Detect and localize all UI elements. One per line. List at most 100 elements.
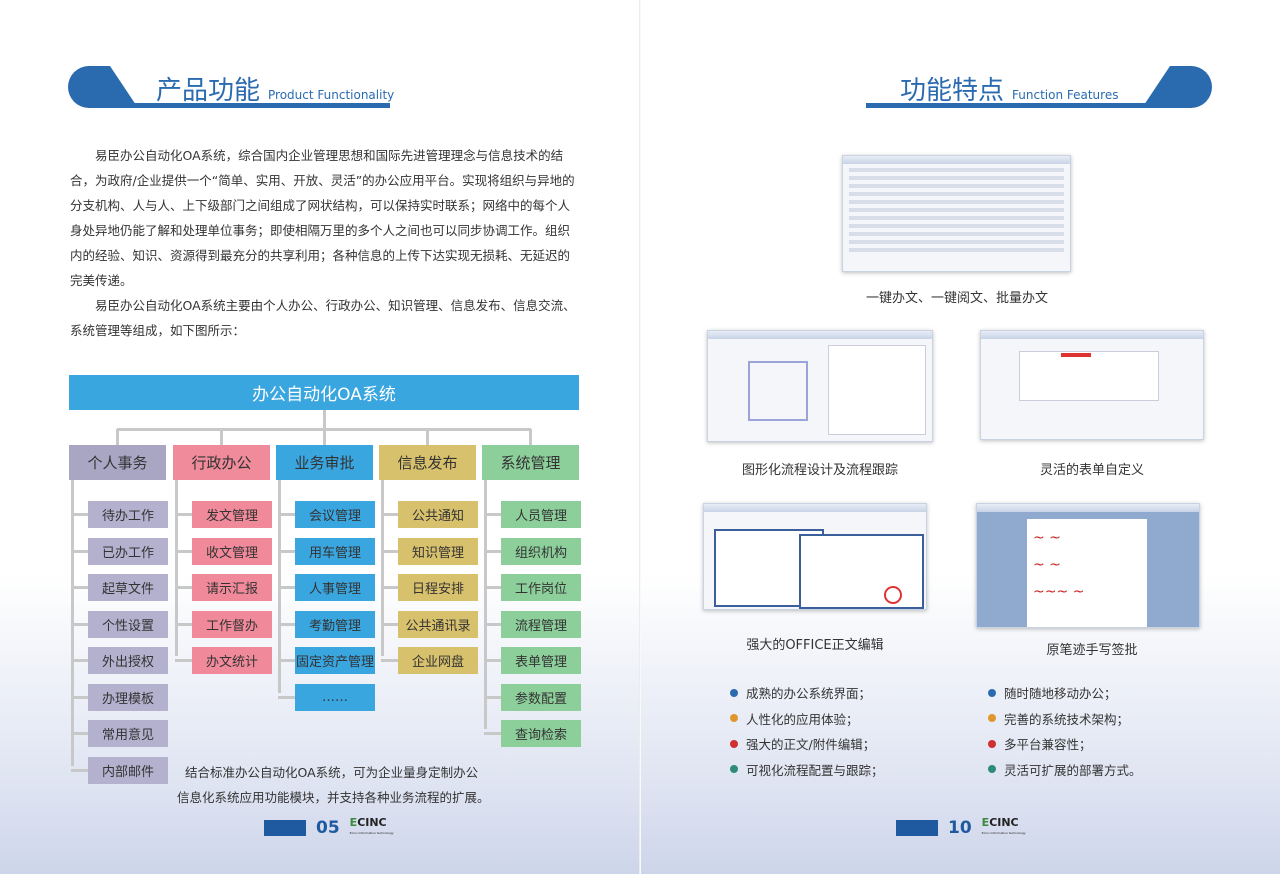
connector-line — [175, 480, 178, 656]
header-shape — [1142, 66, 1212, 108]
page-number: 10 — [948, 818, 972, 838]
connector-line — [484, 732, 502, 735]
caption: 灵活的表单自定义 — [1039, 463, 1144, 478]
diagram-item: 起草文件 — [88, 574, 168, 601]
screenshot-flow-designer — [707, 330, 933, 442]
feature-bullet: 成熟的办公系统界面； — [730, 683, 871, 702]
diagram-item: 固定资产管理 — [295, 647, 375, 674]
diagram-item: 发文管理 — [192, 501, 272, 528]
diagram-item: …… — [295, 683, 375, 711]
diagram-item: 工作督办 — [192, 610, 272, 638]
diagram-item: 待办工作 — [88, 501, 168, 528]
diagram-item: 常用意见 — [88, 720, 168, 747]
diagram-item: 内部邮件 — [88, 756, 168, 784]
bullet-dot-icon — [988, 739, 996, 748]
diagram-item: 请示汇报 — [192, 574, 272, 601]
diagram-root: 办公自动化OA系统 — [69, 375, 579, 410]
connector-line — [71, 659, 89, 662]
diagram-item: 工作岗位 — [501, 574, 581, 601]
diagram-item: 表单管理 — [501, 647, 581, 674]
diagram-note: 结合标准办公自动化OA系统，可为企业量身定制办公信息化系统应用功能模块，并支持各… — [177, 765, 490, 805]
caption: 图形化流程设计及流程跟踪 — [741, 463, 898, 478]
feature-bullet: 多平台兼容性； — [988, 734, 1092, 753]
diagram-item: 组织机构 — [501, 537, 581, 565]
diagram-item: 企业网盘 — [398, 647, 478, 674]
feature-bullet: 可视化流程配置与跟踪； — [730, 760, 884, 779]
bullet-dot-icon — [730, 765, 738, 773]
connector-line — [426, 429, 429, 445]
connector-line — [278, 513, 296, 516]
feature-bullet: 强大的正文/附件编辑； — [730, 734, 875, 753]
diagram-item: 人员管理 — [501, 501, 581, 528]
bullet-dot-icon — [988, 765, 996, 773]
screenshot-batch-office — [842, 155, 1071, 272]
connector-line — [71, 513, 89, 516]
connector-line — [484, 549, 502, 553]
bullet-dot-icon — [730, 739, 738, 748]
connector-line — [323, 410, 326, 430]
bullet-text: 可视化流程配置与跟踪； — [746, 762, 884, 778]
diagram-item: 公共通讯录 — [398, 610, 478, 638]
column-header: 个人事务 — [69, 445, 166, 480]
bullet-dot-icon — [988, 714, 996, 722]
diagram-item: 公共通知 — [398, 501, 478, 528]
bullet-text: 随时随地移动办公； — [1004, 686, 1117, 701]
connector-line — [175, 549, 193, 553]
diagram-item: 流程管理 — [501, 610, 581, 638]
connector-line — [484, 586, 502, 589]
screenshot-office-editor — [703, 503, 927, 610]
column-header: 系统管理 — [482, 445, 579, 480]
bullet-text: 多平台兼容性； — [1004, 737, 1092, 752]
connector-line — [71, 549, 89, 553]
connector-line — [278, 622, 296, 626]
connector-line — [175, 659, 193, 662]
connector-line — [484, 480, 487, 729]
connector-line — [116, 429, 119, 445]
connector-line — [381, 659, 399, 662]
connector-line — [71, 732, 89, 735]
page-number: 05 — [316, 818, 340, 838]
screenshot-form-designer — [980, 330, 1204, 440]
diagram-item: 个性设置 — [88, 610, 168, 638]
column-header: 行政办公 — [173, 445, 270, 480]
connector-line — [71, 586, 89, 589]
connector-line — [529, 429, 532, 445]
connector-line — [71, 622, 89, 626]
bullet-dot-icon — [730, 688, 738, 697]
diagram-item: 收文管理 — [192, 537, 272, 565]
connector-line — [175, 586, 193, 589]
diagram-item: 查询检索 — [501, 720, 581, 747]
feature-bullet: 灵活可扩展的部署方式。 — [988, 760, 1142, 779]
connector-line — [381, 480, 384, 656]
connector-line — [381, 549, 399, 553]
connector-line — [484, 659, 502, 662]
diagram-item: 知识管理 — [398, 537, 478, 565]
connector-line — [175, 513, 193, 516]
feature-bullet: 随时随地移动办公； — [988, 683, 1117, 702]
diagram-item: 用车管理 — [295, 537, 375, 565]
connector-line — [381, 586, 399, 589]
bullet-dot-icon — [730, 714, 738, 722]
diagram-item: 参数配置 — [501, 683, 581, 711]
bullet-text: 强大的正文/附件编辑； — [746, 737, 876, 752]
diagram-item: 会议管理 — [295, 501, 375, 528]
diagram-item: 办文统计 — [192, 647, 272, 674]
connector-line — [278, 659, 296, 662]
bullet-text: 灵活可扩展的部署方式。 — [1004, 762, 1142, 778]
connector-line — [381, 622, 399, 626]
connector-line — [278, 586, 296, 589]
diagram-item: 考勤管理 — [295, 610, 375, 638]
bullet-text: 完善的系统技术架构； — [1004, 711, 1130, 727]
connector-line — [278, 695, 296, 699]
connector-line — [220, 429, 223, 445]
header-rule — [866, 103, 1166, 108]
feature-bullet: 人性化的应用体验； — [730, 709, 859, 728]
composition-paragraph: 易臣办公自动化OA系统主要由个人办公、行政办公、知识管理、信息发布、信息交流、系… — [70, 298, 576, 338]
caption: 原笔迹手写签批 — [1046, 643, 1138, 658]
connector-line — [175, 622, 193, 626]
